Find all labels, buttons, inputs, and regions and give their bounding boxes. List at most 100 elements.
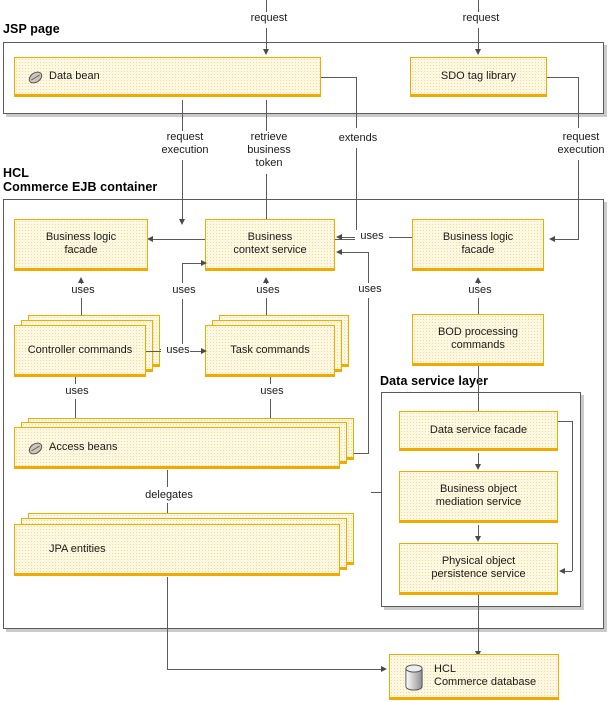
box-label-data-service-facade: Data service facade	[429, 423, 528, 436]
connector-uses-ctrl-to-task-l	[146, 351, 161, 352]
connector-uses-task-bcs-b	[266, 298, 267, 322]
edge-label-uses-access-to-bcs: uses	[353, 283, 387, 296]
connector-uses-access-to-bcs-top	[339, 252, 368, 253]
arrowhead-uses-task-to-bcs	[263, 277, 269, 283]
arrowhead-extends	[147, 236, 153, 242]
box-business-logic-facade-right[interactable]: Business logic facade	[412, 219, 544, 271]
connector-delegates-a	[167, 470, 168, 487]
edge-label-retrieve-business-token: retrieve business token	[234, 131, 304, 170]
edge-label-uses-controller-to-access: uses	[60, 385, 94, 398]
connector-retrieve-token-top	[266, 100, 267, 132]
connector-boms-to-pops	[478, 525, 479, 537]
arrowhead-uses-controller-to-bcs	[201, 260, 207, 266]
connector-req-exec-right-vert	[578, 77, 579, 128]
box-label-business-object-mediation-service: Business object mediation service	[435, 483, 522, 508]
edge-label-uses-facade-left: uses	[66, 284, 100, 297]
edge-label-request-left: request	[240, 12, 298, 25]
connector-uses-task-access-b	[270, 399, 271, 423]
box-business-object-mediation-service[interactable]: Business object mediation service	[399, 471, 558, 523]
connector-request-right-b	[478, 28, 479, 50]
box-sdo-tag-library[interactable]: SDO tag library	[410, 57, 547, 97]
box-label-business-logic-facade-right: Business logic facade	[442, 231, 514, 256]
box-label-data-bean: Data bean	[49, 69, 100, 82]
connector-request-right	[478, 0, 479, 16]
connector-jpa-to-db-horiz	[167, 669, 382, 670]
box-physical-object-persistence-service[interactable]: Physical object persistence service	[399, 543, 558, 595]
edge-label-uses-controller-to-task: uses	[161, 344, 195, 357]
box-business-context-service[interactable]: Business context service	[205, 219, 335, 271]
region-data-service-layer	[381, 392, 581, 607]
arrowhead-dsf-bypass-to-pops	[559, 568, 565, 574]
arrowhead-uses-controller-to-task	[201, 348, 207, 354]
arrowhead-request-execution-left	[179, 219, 185, 225]
connector-uses-ctrl-access-a	[75, 377, 76, 384]
edge-label-uses-task-to-access: uses	[255, 385, 289, 398]
connector-req-exec-right-vert2	[578, 160, 579, 239]
edge-label-request-execution-left: request execution	[152, 131, 218, 157]
access-beans-front[interactable]: Access beans	[14, 427, 340, 469]
stack-access-beans[interactable]: Access beans	[14, 418, 354, 470]
arrowhead-request-right	[475, 49, 481, 55]
stack-jpa-entities[interactable]: JPA entities	[14, 513, 354, 578]
arrowhead-jpa-to-database	[381, 666, 387, 672]
connector-uses-access-to-bcs-vert2	[368, 298, 369, 453]
box-bod-processing-commands[interactable]: BOD processing commands	[412, 314, 544, 366]
connector-delegates-b	[167, 503, 168, 517]
box-commerce-database[interactable]: HCL Commerce database	[389, 654, 559, 700]
box-label-access-beans: Access beans	[49, 440, 118, 453]
stack-controller-commands[interactable]: Controller commands	[14, 315, 160, 377]
box-data-service-facade[interactable]: Data service facade	[399, 411, 558, 451]
connector-dsf-bypass-vert	[572, 421, 573, 571]
region-label-ejb-container: HCL Commerce EJB container	[3, 166, 158, 194]
arrowhead-boms-to-pops	[475, 536, 481, 542]
region-label-data-service-layer: Data service layer	[380, 374, 489, 388]
arrowhead-uses-bod-to-facade	[475, 277, 481, 283]
connector-request-left-b	[266, 28, 267, 50]
connector-req-exec-right-in	[552, 239, 579, 240]
box-data-bean[interactable]: Data bean	[14, 57, 321, 97]
box-label-business-logic-facade-left: Business logic facade	[45, 231, 117, 256]
box-label-task-commands: Task commands	[230, 343, 310, 356]
edge-label-delegates: delegates	[138, 489, 200, 502]
edge-label-request-execution-right: request execution	[548, 131, 609, 157]
task-commands-front[interactable]: Task commands	[205, 325, 335, 377]
edge-label-extends: extends	[332, 132, 384, 145]
edge-label-uses-controller-to-bcs: uses	[167, 284, 201, 297]
connector-uses-ctrl-bcs-vert	[182, 299, 183, 349]
jpa-entities-front[interactable]: JPA entities	[14, 524, 340, 576]
bean-icon	[28, 442, 43, 455]
box-label-controller-commands: Controller commands	[27, 343, 133, 356]
connector-extends-vert	[356, 77, 357, 128]
arrowhead-dsf-to-boms	[475, 464, 481, 470]
connector-uses-ctrl-bcs-vert-up	[182, 263, 183, 283]
connector-request-left	[266, 0, 267, 16]
edge-label-uses-task-to-bcs: uses	[251, 284, 285, 297]
box-label-bod-processing-commands: BOD processing commands	[437, 326, 519, 351]
box-business-logic-facade-left[interactable]: Business logic facade	[14, 219, 148, 271]
connector-dsl-left-tick	[371, 492, 382, 493]
connector-uses-ctrl-to-task-r	[190, 351, 202, 352]
connector-extends-vert2	[356, 148, 357, 239]
box-label-business-context-service: Business context service	[233, 231, 307, 256]
connector-bod-to-dsf	[478, 366, 479, 412]
arrowhead-uses-right-facade-to-bcs	[336, 234, 342, 240]
connector-pops-to-db	[478, 595, 479, 652]
edge-label-uses-bod-to-facade: uses	[463, 284, 497, 297]
controller-commands-front[interactable]: Controller commands	[14, 325, 146, 377]
arrowhead-request-left	[263, 49, 269, 55]
box-label-jpa-entities: JPA entities	[49, 542, 106, 555]
connector-request-execution-left-bot	[182, 160, 183, 220]
region-ejb-container	[3, 199, 604, 629]
box-label-commerce-database: HCL Commerce database	[434, 663, 537, 688]
connector-dsf-to-boms	[478, 453, 479, 465]
connector-uses-ctrl-access-b	[75, 399, 76, 423]
connector-retrieve-token-bot	[266, 174, 267, 220]
stack-task-commands[interactable]: Task commands	[205, 315, 349, 377]
region-label-jsp-page: JSP page	[3, 22, 60, 36]
connector-req-exec-right-top	[547, 77, 578, 78]
arrowhead-uses-facade-left	[78, 277, 84, 283]
box-label-sdo-tag-library: SDO tag library	[440, 69, 517, 82]
connector-uses-bod-facade-b	[478, 298, 479, 314]
arrowhead-uses-access-to-bcs	[336, 249, 342, 255]
